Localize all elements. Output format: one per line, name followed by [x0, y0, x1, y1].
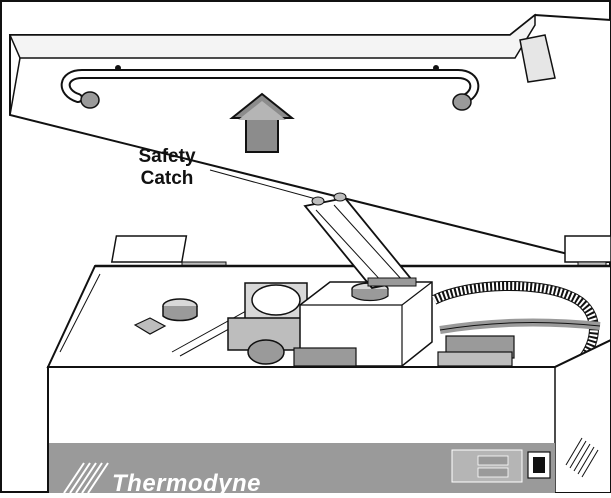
lid-handle-highlight: [62, 71, 478, 103]
side-vents: [565, 437, 599, 478]
handle-screw-left: [115, 65, 121, 71]
hinge-plate-left: [110, 235, 188, 263]
handle-mount-right: [452, 93, 472, 111]
tank-edge-2: [401, 281, 433, 306]
circuit-board-3: [437, 351, 513, 367]
brand-name: Thermodyne: [112, 470, 262, 497]
handle-mount-left: [80, 91, 100, 109]
callout-line-2: Catch: [140, 168, 194, 189]
circuit-board-1: [293, 347, 357, 367]
power-switch: [533, 457, 545, 473]
display-window-2: [477, 467, 509, 478]
hinge-plate-right: [564, 235, 611, 263]
tank-cap-base: [351, 289, 389, 302]
coiled-hose: [431, 281, 599, 366]
safety-catch-callout: Safety Catch: [112, 146, 222, 190]
arrow-up-icon: [229, 92, 295, 153]
cap-body: [162, 306, 198, 322]
safety-catch-inner-2: [333, 204, 403, 281]
callout-line-1: Safety: [138, 146, 196, 167]
display-window-1: [477, 455, 509, 466]
motor-face: [251, 284, 301, 316]
pump-base: [247, 339, 285, 365]
callout-leader-line: [209, 169, 317, 200]
lid-left-edge: [9, 57, 21, 116]
safety-catch-pin-1: [311, 196, 325, 206]
safety-catch-pin-2: [333, 192, 347, 202]
diagonal-stripes-logo-icon: [63, 462, 109, 493]
handle-screw-right: [433, 65, 439, 71]
safety-catch-inner-1: [315, 209, 385, 285]
cabinet-inner-edge: [59, 273, 101, 353]
glass-reflection-1: [171, 305, 256, 353]
lid-latch-box: [519, 34, 556, 83]
safety-catch-foot: [367, 277, 417, 287]
small-part: [133, 317, 167, 335]
arrow-up-highlight: [238, 101, 286, 120]
gray-cable-outline: [439, 322, 601, 331]
